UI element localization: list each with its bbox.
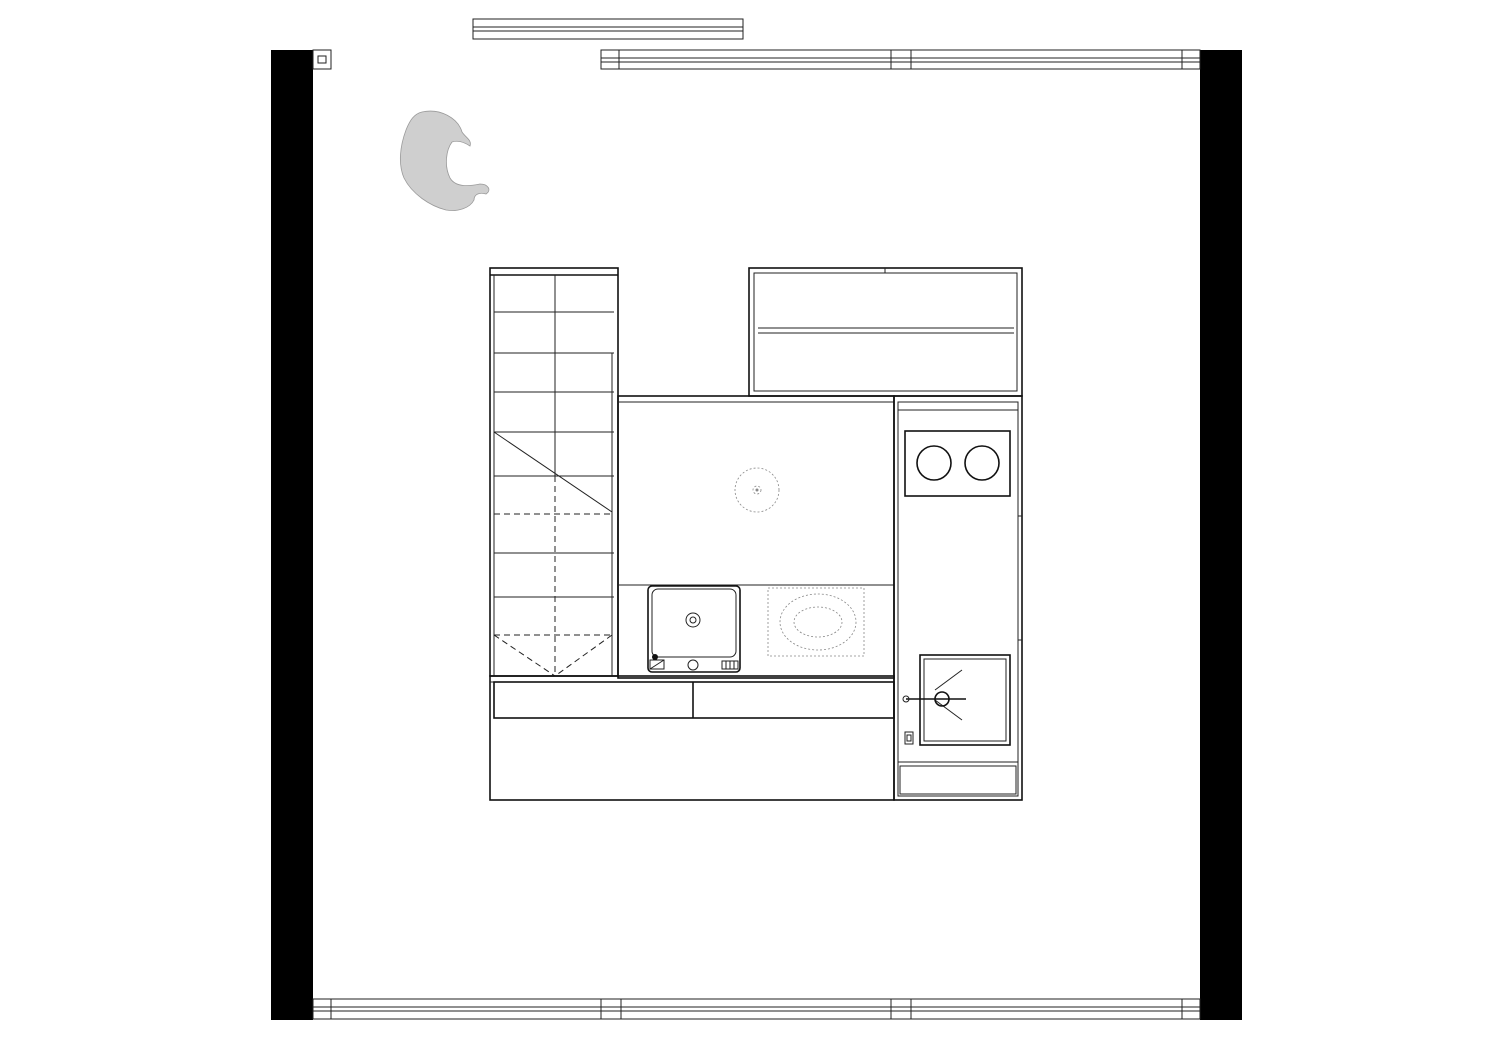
staircase bbox=[489, 267, 619, 677]
window-top-panel bbox=[472, 18, 744, 40]
sink-icon bbox=[647, 585, 741, 673]
bench bbox=[489, 675, 895, 801]
plant-icon bbox=[400, 110, 490, 211]
kitchen-sink-icon bbox=[902, 654, 1011, 746]
window-top bbox=[312, 49, 1201, 70]
exterior-wall-left bbox=[271, 50, 313, 1020]
storage-shelf bbox=[748, 267, 1023, 397]
kitchen-counter bbox=[893, 395, 1023, 801]
cooktop-icon bbox=[904, 430, 1011, 497]
toilet-icon bbox=[767, 587, 865, 657]
window-bottom bbox=[312, 998, 1201, 1020]
exterior-wall-right bbox=[1200, 50, 1242, 1020]
bathroom-floor bbox=[617, 395, 895, 679]
